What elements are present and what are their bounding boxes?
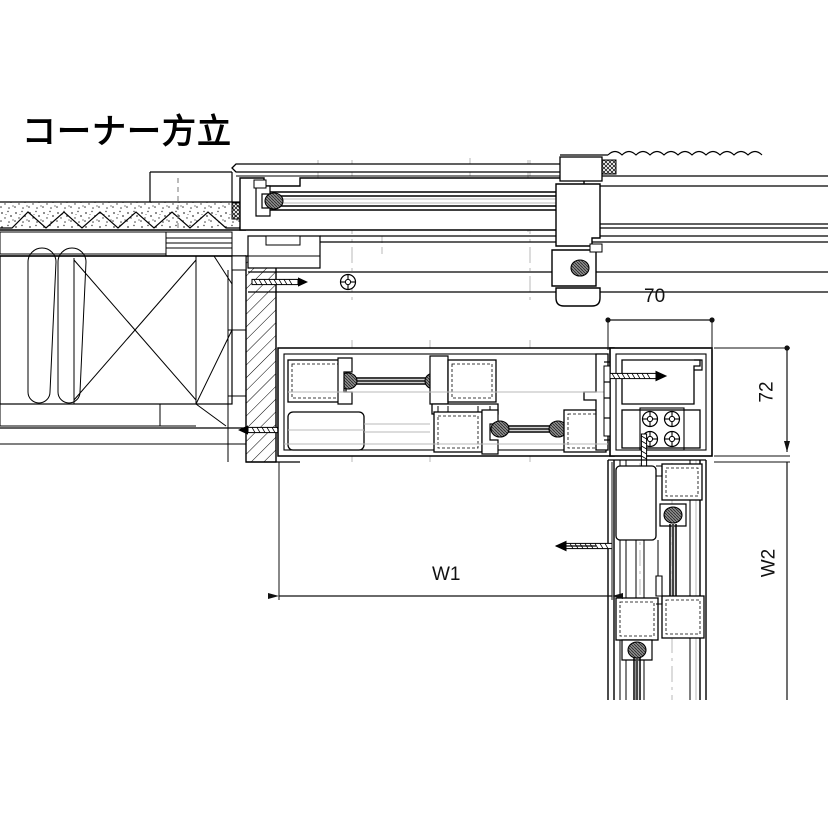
concrete-slab bbox=[0, 171, 249, 231]
top-right-jamb-detail bbox=[551, 150, 763, 307]
corner-mullion-box bbox=[603, 347, 713, 479]
lower-chamber-lower-left bbox=[615, 597, 659, 700]
screw-head-symbol bbox=[339, 273, 357, 291]
screw-head-symbol bbox=[641, 410, 659, 428]
dimension-label-72: 72 bbox=[756, 381, 778, 403]
dim-W2 bbox=[714, 461, 790, 700]
wall-column-hatched bbox=[227, 255, 309, 463]
dim-W1 bbox=[268, 462, 623, 600]
glazing-gasket bbox=[264, 192, 284, 210]
horizontal-mullion-profile bbox=[277, 347, 615, 457]
dimension-label-W1: W1 bbox=[432, 564, 461, 585]
dimension-lines bbox=[268, 317, 790, 700]
glazing-pocket-lower bbox=[433, 409, 499, 455]
glazing-gasket bbox=[490, 420, 510, 438]
glazing-pocket-upper-right bbox=[447, 359, 497, 403]
dim-72 bbox=[714, 345, 790, 457]
lower-chamber-lower-right bbox=[656, 587, 705, 639]
steel-beam-section bbox=[0, 247, 246, 445]
dimension-label-70: 70 bbox=[644, 286, 666, 307]
screw-head-symbols-misc bbox=[339, 273, 357, 291]
glazing-gasket bbox=[627, 641, 647, 659]
dim-70 bbox=[605, 317, 715, 350]
screw-head-symbol bbox=[663, 410, 681, 428]
glazing-gasket bbox=[570, 259, 590, 277]
lower-chamber-upper-right bbox=[656, 463, 703, 596]
vertical-mullion-profile bbox=[555, 459, 707, 700]
dimension-label-W2: W2 bbox=[758, 548, 780, 578]
screw-head-symbol bbox=[663, 430, 681, 448]
glazing-pocket-upper-left bbox=[287, 359, 347, 403]
page-title: コーナー方立 bbox=[22, 112, 232, 152]
glazing-gasket bbox=[663, 506, 683, 524]
corner-fixing-screws bbox=[639, 407, 685, 451]
lower-left-chamber bbox=[287, 411, 430, 451]
